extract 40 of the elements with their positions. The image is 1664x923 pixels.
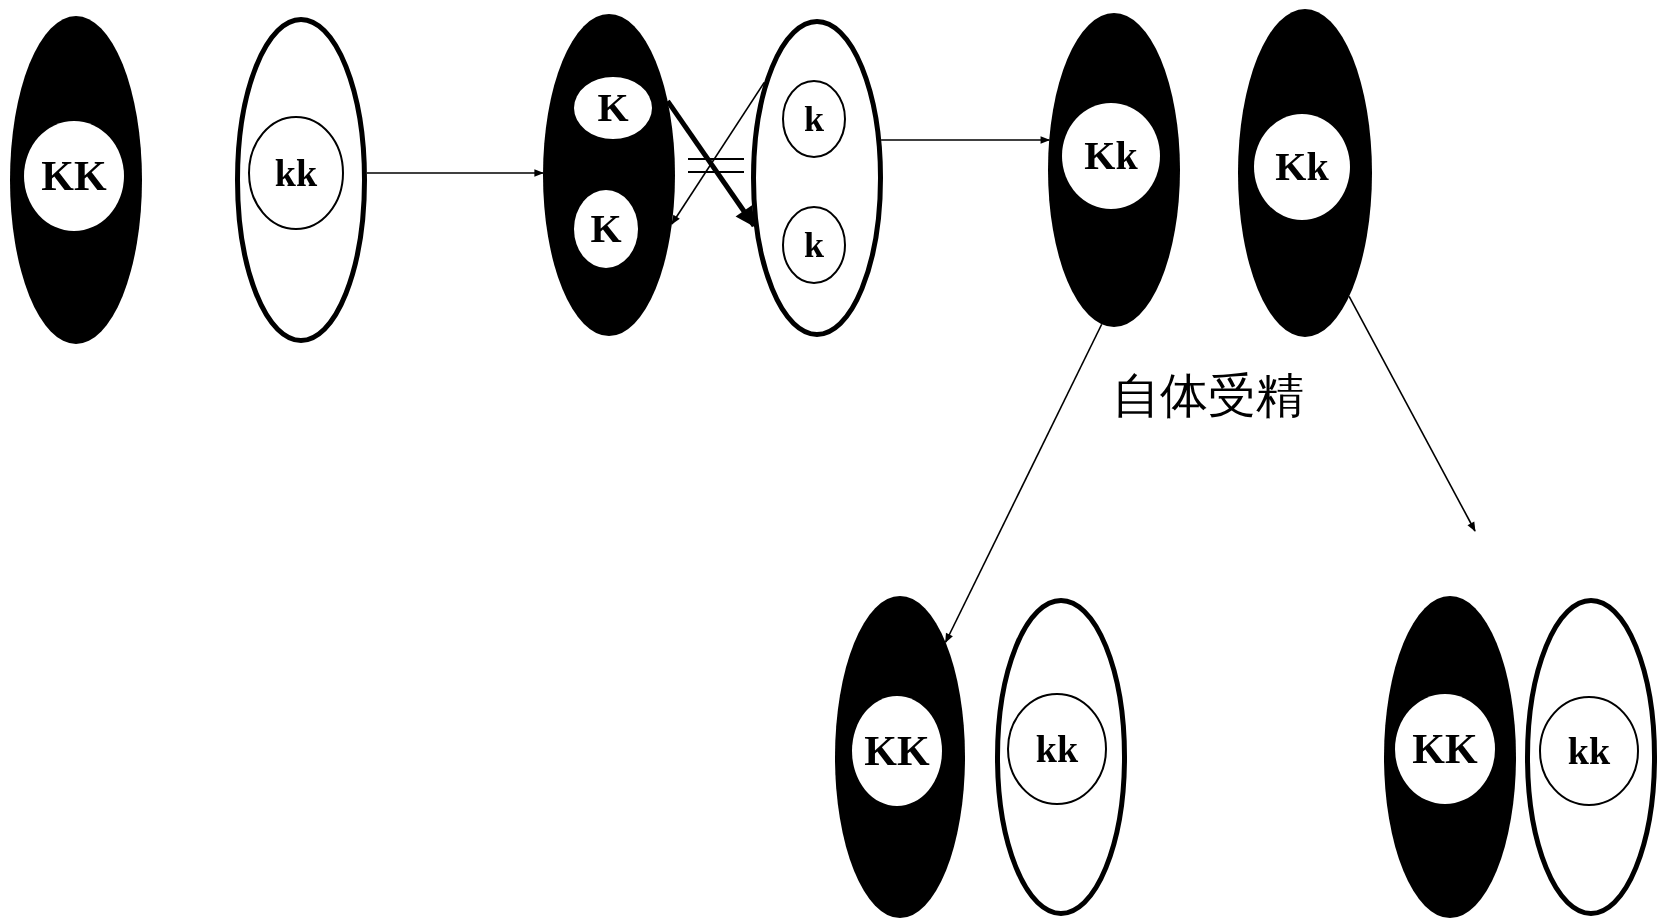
cell-ellipse — [995, 598, 1127, 916]
allele-label: KK — [1412, 728, 1478, 770]
nucleus-ellipse — [1007, 693, 1107, 805]
cell-ellipse — [835, 596, 965, 918]
allele-label: kk — [1567, 732, 1611, 770]
arrow — [1348, 295, 1476, 532]
arrow — [366, 169, 544, 177]
arrow — [880, 136, 1051, 144]
nucleus-ellipse — [782, 206, 846, 284]
cell-ellipse — [543, 14, 675, 336]
nucleus-ellipse — [782, 80, 846, 158]
allele-label: k — [804, 101, 824, 137]
nucleus-ellipse — [852, 696, 942, 806]
allele-label: K — [597, 88, 629, 128]
cell-ellipse — [751, 19, 883, 337]
nucleus-ellipse — [1062, 103, 1160, 209]
allele-label: Kk — [1084, 136, 1138, 176]
arrow — [671, 81, 766, 225]
cell-ellipse — [235, 17, 367, 343]
allele-label: KK — [41, 155, 107, 197]
nucleus-ellipse — [1254, 114, 1350, 220]
allele-label: kk — [274, 154, 318, 192]
cell-ellipse — [1384, 596, 1516, 918]
allele-label: Kk — [1275, 147, 1329, 187]
nucleus-ellipse — [248, 116, 344, 230]
nucleus-ellipse — [24, 121, 124, 231]
allele-label: K — [590, 209, 622, 249]
nucleus-ellipse — [574, 190, 638, 268]
cell-ellipse — [1048, 13, 1180, 327]
nucleus-ellipse — [574, 77, 652, 139]
arrow — [944, 323, 1103, 644]
allele-label: kk — [1035, 730, 1079, 768]
nucleus-ellipse — [1539, 696, 1639, 806]
process-label: 自体受精 — [1112, 372, 1304, 420]
allele-label: k — [804, 227, 824, 263]
cell-ellipse — [1238, 9, 1372, 337]
cell-ellipse — [1525, 598, 1657, 916]
cell-ellipse — [10, 16, 142, 344]
allele-label: KK — [864, 730, 930, 772]
nucleus-ellipse — [1395, 694, 1495, 804]
